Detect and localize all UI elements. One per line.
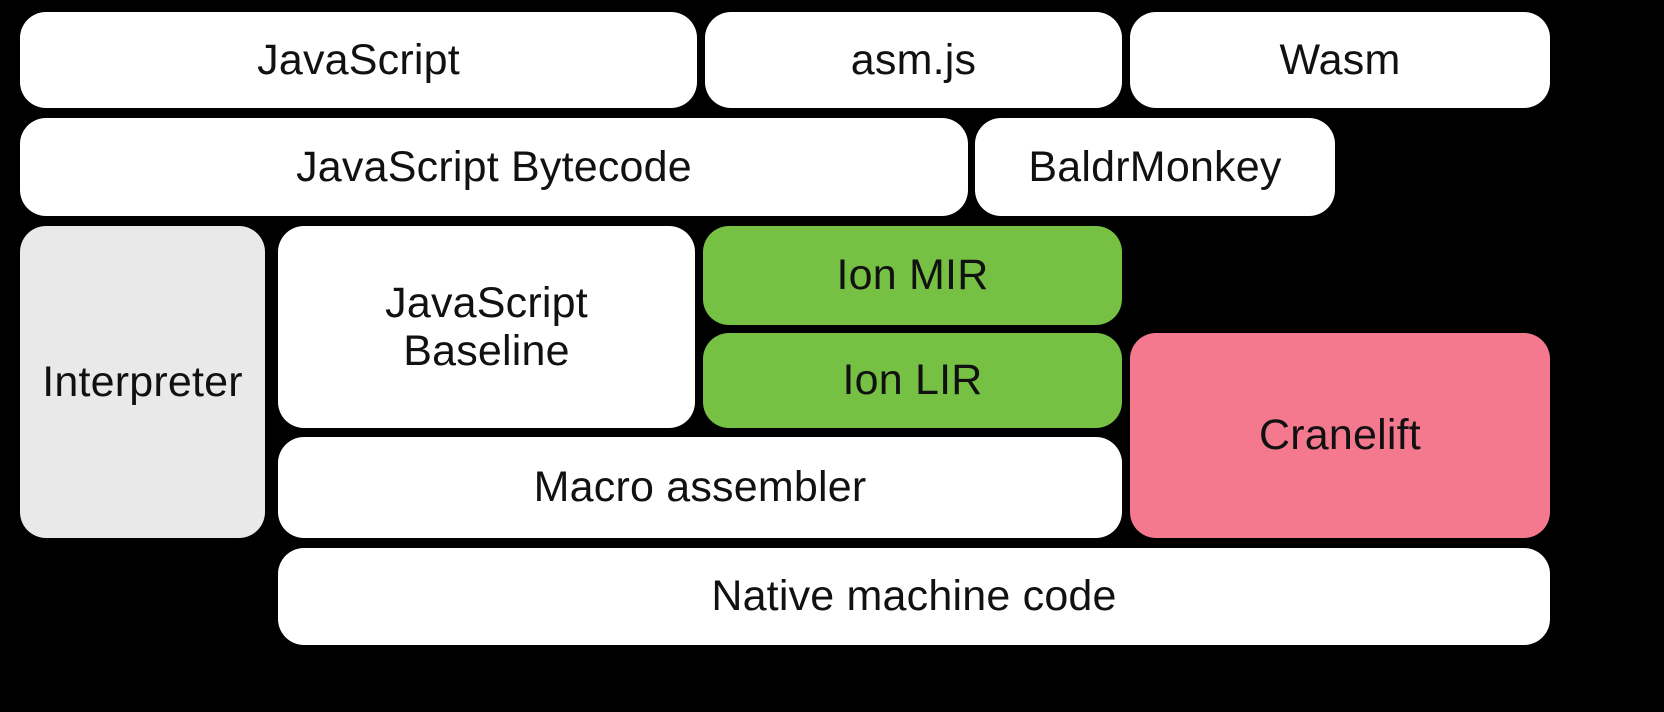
node-label: Ion MIR xyxy=(836,251,989,300)
node-javascript-baseline: JavaScript Baseline xyxy=(278,226,695,428)
node-wasm: Wasm xyxy=(1130,12,1550,108)
node-label: Wasm xyxy=(1279,35,1401,84)
node-cranelift: Cranelift xyxy=(1130,333,1550,538)
node-label: BaldrMonkey xyxy=(1028,142,1282,191)
node-js-bytecode: JavaScript Bytecode xyxy=(20,118,968,216)
node-asmjs: asm.js xyxy=(705,12,1122,108)
node-label: Native machine code xyxy=(711,572,1117,621)
node-ion-mir: Ion MIR xyxy=(703,226,1122,325)
node-ion-lir: Ion LIR xyxy=(703,333,1122,428)
node-label: JavaScript xyxy=(257,35,460,84)
node-macro-assembler: Macro assembler xyxy=(278,437,1122,538)
node-label: Interpreter xyxy=(42,357,243,406)
node-native-machine-code: Native machine code xyxy=(278,548,1550,645)
node-label: Cranelift xyxy=(1259,411,1421,460)
node-label: JavaScript Baseline xyxy=(385,278,588,375)
node-label: JavaScript Bytecode xyxy=(296,142,692,191)
node-label: Macro assembler xyxy=(533,463,867,512)
node-baldrmonkey: BaldrMonkey xyxy=(975,118,1335,216)
node-label: Ion LIR xyxy=(842,356,983,405)
node-interpreter: Interpreter xyxy=(20,226,265,538)
node-label: asm.js xyxy=(850,35,977,84)
node-javascript: JavaScript xyxy=(20,12,697,108)
